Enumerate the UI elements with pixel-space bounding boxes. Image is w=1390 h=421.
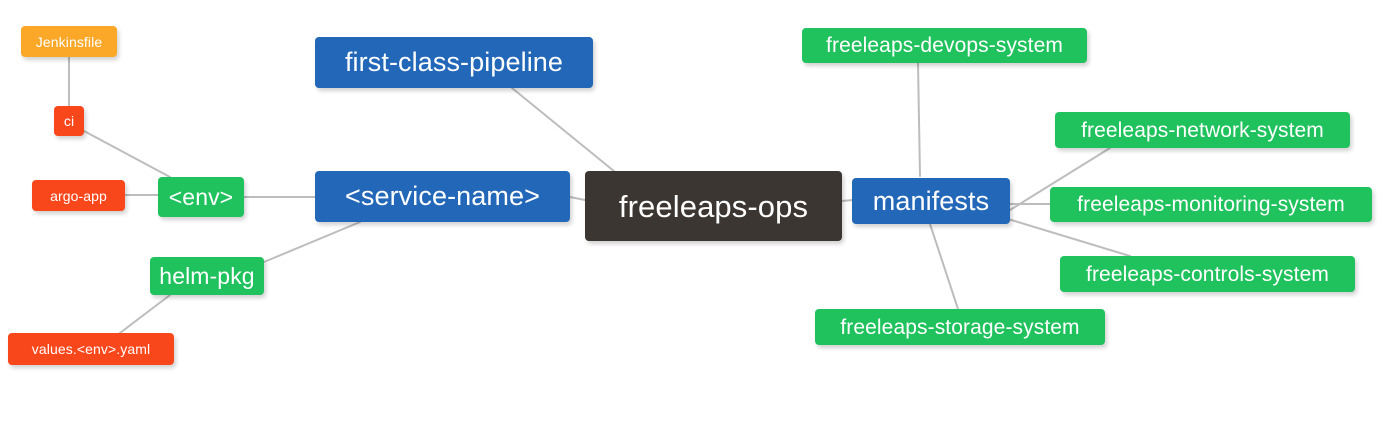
edge-root-first-class-pipeline <box>511 87 621 177</box>
node-ci[interactable]: ci <box>54 106 84 136</box>
node-label: Jenkinsfile <box>35 33 103 50</box>
node-label: freeleaps-network-system <box>1081 118 1324 142</box>
node-argo-app[interactable]: argo-app <box>32 180 125 211</box>
node-label: ci <box>63 113 75 129</box>
edge-root-service-name <box>569 196 586 201</box>
edge-manifests-devops-system <box>917 62 921 177</box>
node-label: helm-pkg <box>159 262 255 289</box>
node-freeleaps-network-system[interactable]: freeleaps-network-system <box>1055 112 1350 148</box>
node-label: freeleaps-controls-system <box>1086 262 1329 286</box>
node-label: freeleaps-devops-system <box>826 34 1063 57</box>
node-label: values.<env>.yaml <box>31 341 151 357</box>
node-first-class-pipeline[interactable]: first-class-pipeline <box>315 37 593 88</box>
node-label: manifests <box>872 185 990 216</box>
node-label: freeleaps-ops <box>618 188 809 224</box>
node-freeleaps-monitoring-system[interactable]: freeleaps-monitoring-system <box>1050 187 1372 222</box>
edge-helm-pkg-values-yaml <box>119 294 171 334</box>
node-label: first-class-pipeline <box>344 47 564 77</box>
node-service-name[interactable]: <service-name> <box>315 171 570 222</box>
node-helm-pkg[interactable]: helm-pkg <box>150 257 264 295</box>
edge-service-name-helm-pkg <box>263 221 361 263</box>
node-jenkinsfile[interactable]: Jenkinsfile <box>21 26 117 57</box>
node-label: freeleaps-monitoring-system <box>1077 193 1345 216</box>
edge-manifests-controls-system <box>1007 218 1131 257</box>
node-label: <service-name> <box>345 181 540 211</box>
node-freeleaps-devops-system[interactable]: freeleaps-devops-system <box>802 28 1087 63</box>
node-label: argo-app <box>50 187 107 204</box>
node-label: freeleaps-storage-system <box>840 315 1080 339</box>
node-freeleaps-ops[interactable]: freeleaps-ops <box>585 171 842 241</box>
node-freeleaps-storage-system[interactable]: freeleaps-storage-system <box>815 309 1105 345</box>
edge-env-ci <box>83 130 171 178</box>
node-manifests[interactable]: manifests <box>852 178 1010 224</box>
node-freeleaps-controls-system[interactable]: freeleaps-controls-system <box>1060 256 1355 292</box>
edge-manifests-storage-system <box>929 223 959 310</box>
node-env[interactable]: <env> <box>158 177 244 217</box>
node-values-yaml[interactable]: values.<env>.yaml <box>8 333 174 365</box>
node-label: <env> <box>168 183 234 210</box>
